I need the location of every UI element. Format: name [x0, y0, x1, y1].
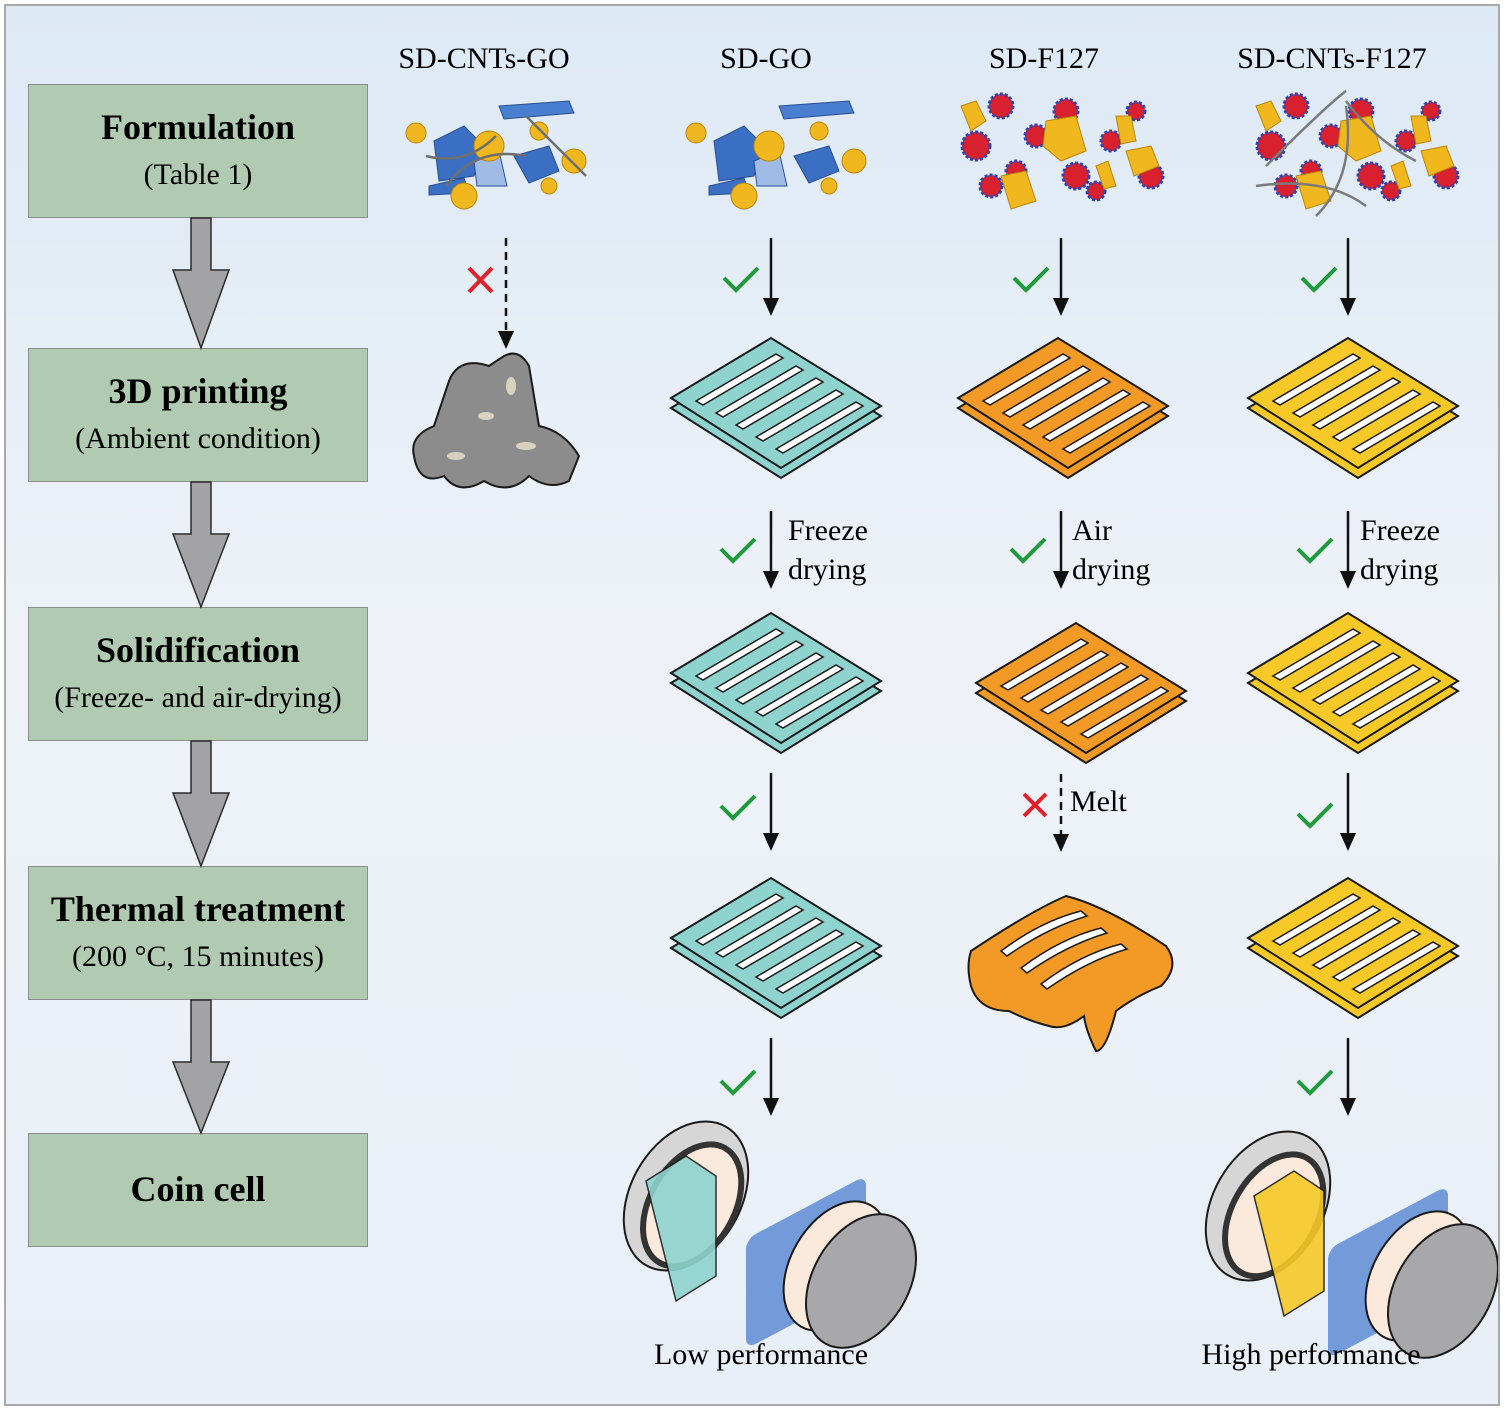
arrow-down-icon: [761, 509, 781, 591]
check-icon: [1296, 537, 1334, 563]
sd-go-drying-label: Freeze drying: [788, 511, 868, 589]
diagram-frame: Formulation (Table 1) 3D printing (Ambie…: [4, 4, 1500, 1406]
cnt-strands-icon: [425, 115, 587, 187]
column-header-sd-cnts-go: SD-CNTs-GO: [398, 42, 570, 75]
arrow-head-icon: [1053, 834, 1069, 852]
arrow-down-icon: [761, 1036, 781, 1118]
sd-go-printed-scaffold-icon: [670, 337, 882, 479]
arrow-down-icon: [1051, 509, 1071, 591]
column-header-sd-f127: SD-F127: [988, 42, 1100, 75]
cnt-strands-icon: [1255, 90, 1417, 217]
sd-go-coin-cell-icon: [598, 1099, 938, 1367]
step-formulation: Formulation (Table 1): [28, 84, 368, 218]
check-icon: [1296, 1069, 1334, 1095]
column-header-sd-go: SD-GO: [720, 42, 812, 75]
arrow-down-icon: [761, 771, 781, 853]
drying-label-line: Air: [1072, 514, 1112, 547]
ink-illustrations: [405, 90, 1460, 217]
sd-cnts-go-print-fail: [412, 238, 581, 489]
sd-go-thermal-scaffold-icon: [670, 877, 882, 1019]
step-coin-cell: Coin cell: [28, 1133, 368, 1247]
flow-arrow-icon: [171, 740, 231, 869]
sd-cnts-f127-printed-scaffold-icon: [1247, 337, 1459, 479]
arrow-down-icon: [761, 236, 781, 318]
cross-icon: [467, 266, 494, 294]
sd-f127-dried-scaffold-icon: [975, 622, 1187, 764]
flow-arrow-icon: [171, 481, 231, 610]
sd-go-ink-icon: [685, 100, 867, 210]
step-thermal-treatment: Thermal treatment (200 °C, 15 minutes): [28, 866, 368, 1000]
step-subtitle: (Ambient condition): [75, 422, 321, 456]
sd-f127-printed-scaffold-icon: [957, 337, 1169, 479]
sd-cnts-f127-drying-label: Freeze drying: [1360, 511, 1440, 589]
step-subtitle: (Freeze- and air-drying): [54, 681, 342, 715]
step-title: Coin cell: [130, 1169, 266, 1210]
step-title: Thermal treatment: [50, 889, 346, 930]
step-title: Formulation: [101, 107, 295, 148]
flow-arrow-icon: [171, 999, 231, 1136]
check-icon: [719, 537, 757, 563]
check-icon: [1012, 266, 1050, 292]
collapsed-blob-icon: [412, 352, 581, 489]
flow-arrows: [171, 217, 231, 1136]
sd-go-dried-scaffold-icon: [670, 612, 882, 754]
sd-cnts-f127-thermal-scaffold-icon: [1247, 877, 1459, 1019]
flow-arrow-icon: [171, 217, 231, 351]
scaffold-flows: [6, 6, 7, 7]
drying-label-line: drying: [788, 553, 867, 586]
check-icon: [719, 794, 757, 820]
sd-go-coin-scaffold-icon: [645, 1155, 717, 1303]
drying-label-line: drying: [1072, 553, 1151, 586]
step-subtitle: (Table 1): [143, 158, 253, 192]
check-icon: [719, 1069, 757, 1095]
step-3d-printing: 3D printing (Ambient condition): [28, 348, 368, 482]
check-icon: [1300, 266, 1338, 292]
low-performance-label: Low performance: [653, 1338, 869, 1371]
step-solidification: Solidification (Freeze- and air-drying): [28, 607, 368, 741]
drying-label-line: drying: [1360, 553, 1439, 586]
sd-f127-drying-label: Air drying: [1072, 511, 1150, 589]
check-icon: [1009, 537, 1047, 563]
high-performance-label: High performance: [1201, 1338, 1421, 1371]
drying-label-line: Freeze: [1360, 514, 1440, 547]
sd-cnts-f127-dried-scaffold-icon: [1247, 612, 1459, 754]
arrow-down-icon: [1338, 509, 1358, 591]
cross-icon: [1022, 792, 1048, 818]
column-header-sd-cnts-f127: SD-CNTs-F127: [1237, 42, 1427, 75]
arrow-down-icon: [1338, 1036, 1358, 1118]
check-icon: [1296, 802, 1334, 828]
arrow-down-icon: [1051, 236, 1071, 318]
melt-label: Melt: [1070, 785, 1127, 818]
arrow-down-icon: [1338, 236, 1358, 318]
step-title: 3D printing: [108, 371, 288, 412]
sd-cnts-f127-coin-scaffold-icon: [1253, 1170, 1325, 1318]
arrow-head-icon: [498, 331, 514, 349]
sd-cnts-f127-ink-icon: [1254, 92, 1460, 211]
arrow-down-icon: [1338, 771, 1358, 853]
drying-label-line: Freeze: [788, 514, 868, 547]
step-subtitle: (200 °C, 15 minutes): [72, 940, 324, 974]
check-icon: [722, 266, 760, 292]
step-title: Solidification: [95, 630, 301, 671]
sd-f127-ink-icon: [959, 92, 1165, 211]
